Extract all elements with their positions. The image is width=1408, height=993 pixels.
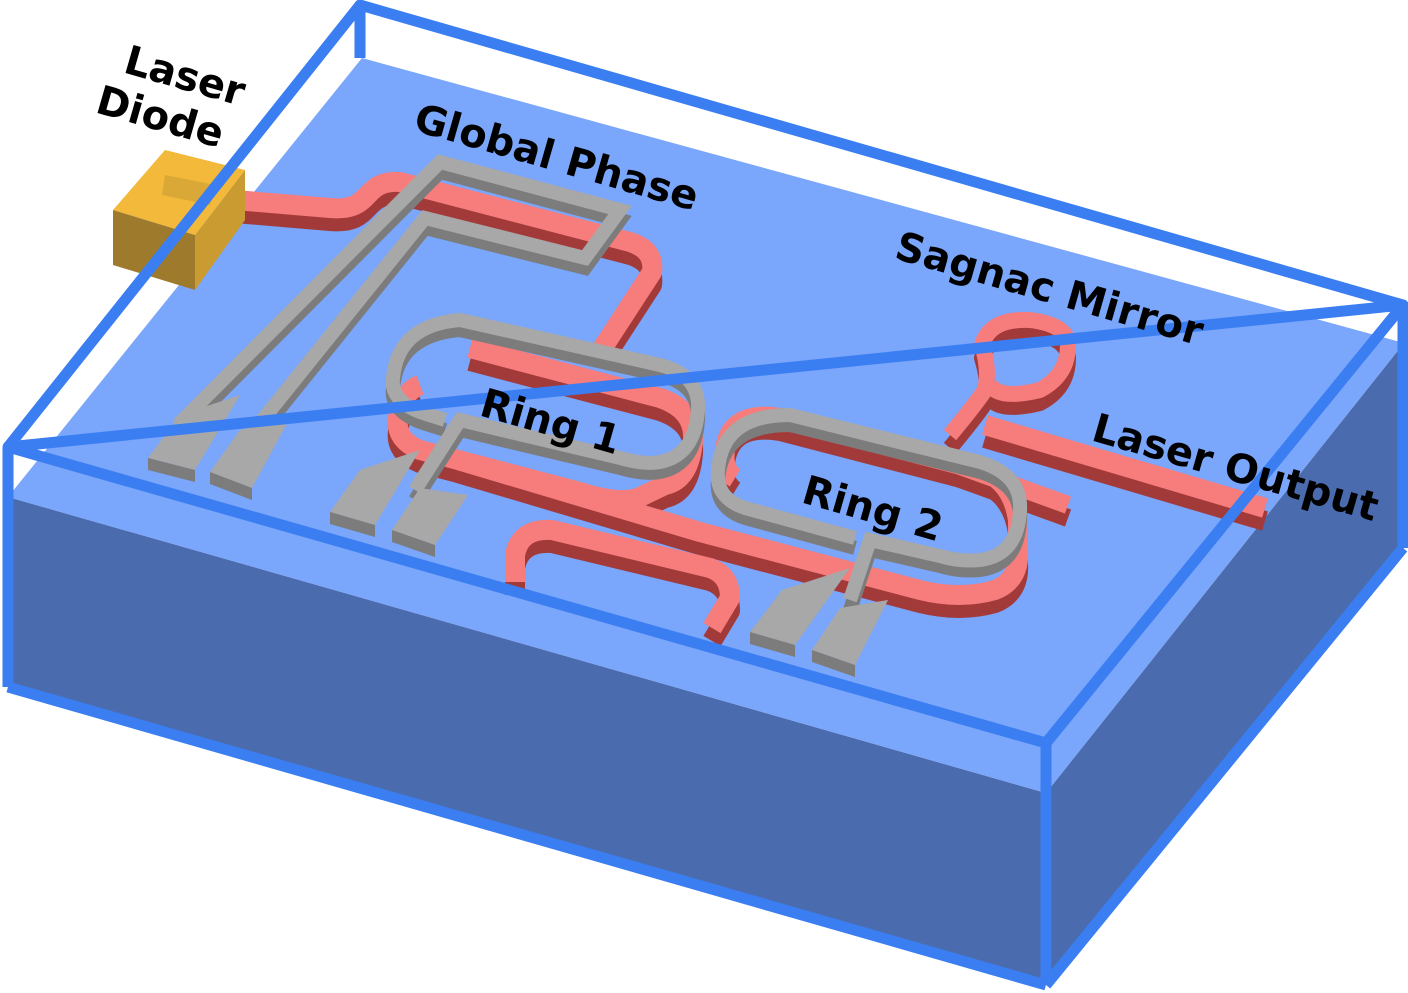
substrate-front-face [8,497,1046,985]
ring1-pad-right [392,488,468,545]
ring1-pad-left [330,450,420,525]
ring2-pad-left [750,568,850,645]
substrate-right-face [1046,343,1404,985]
global-phase-pad-right [210,418,290,488]
ring2-heater [710,407,1028,677]
global-phase-heater [148,154,632,500]
ring2-pad-right [812,600,888,665]
